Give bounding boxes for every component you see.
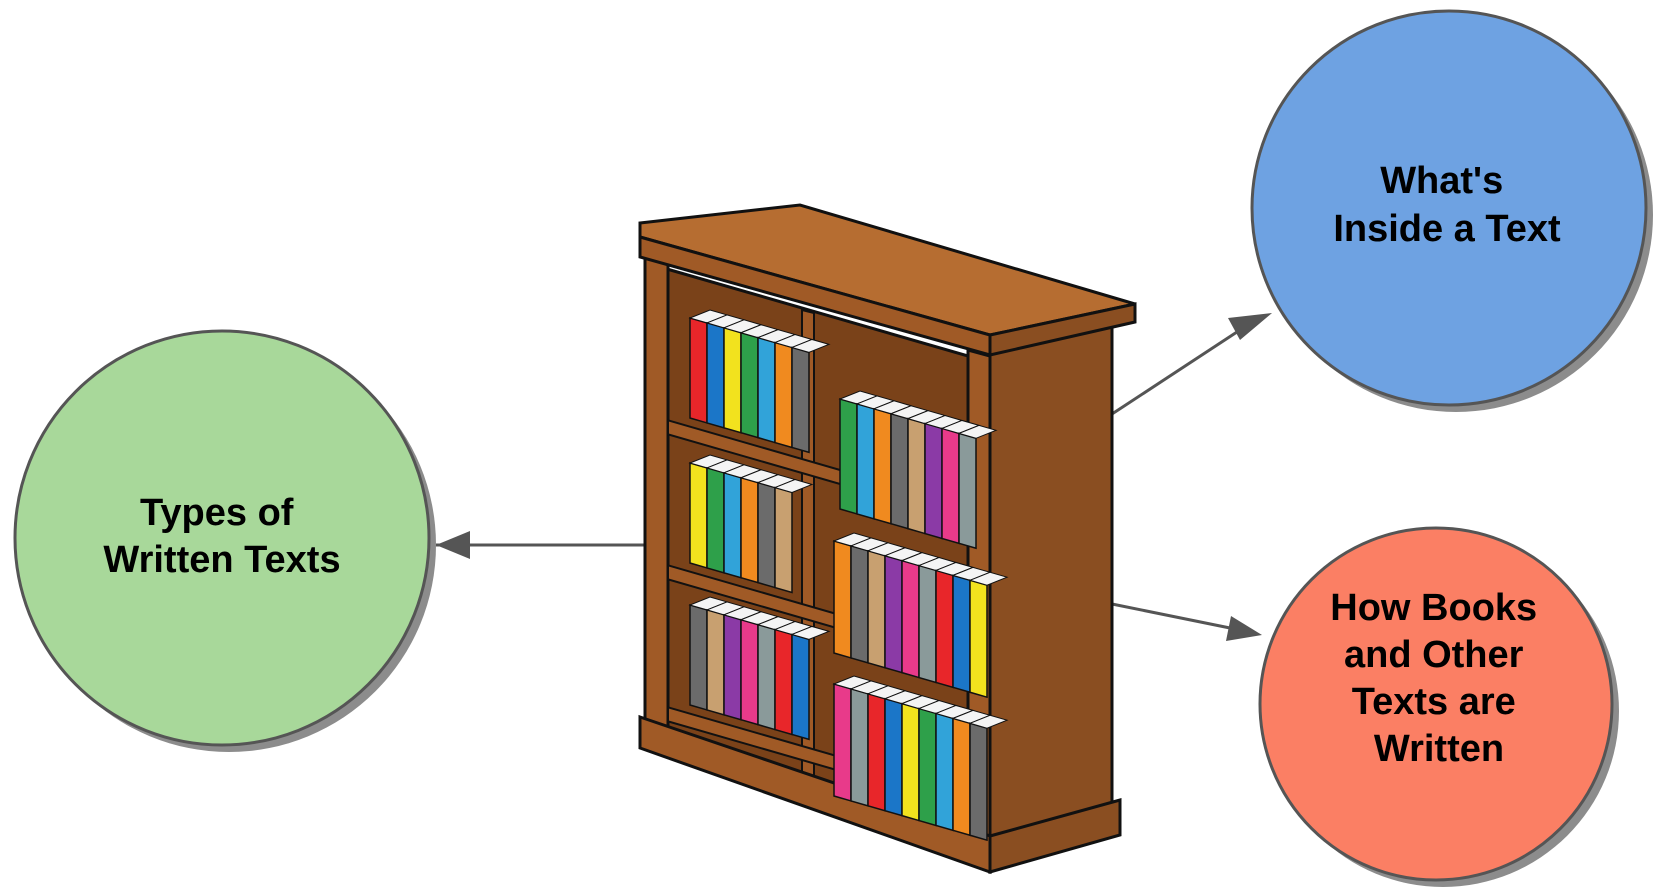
book-spine [775, 343, 792, 448]
book-spine [707, 610, 724, 715]
node-label-line: Texts are [1352, 681, 1516, 723]
book-spine [724, 328, 741, 433]
book-spine [834, 541, 851, 658]
book-spine [885, 556, 902, 673]
node-label-line: and Other [1344, 634, 1524, 676]
bookcase-left-upright [645, 255, 668, 732]
book-spine [936, 570, 953, 687]
book-spine [908, 419, 925, 534]
book-spine [959, 433, 976, 548]
book-spine [891, 414, 908, 529]
book-spine [851, 689, 868, 806]
node-how-books-and-other-texts-are-written[interactable]: How Books and Other Texts are Written [1260, 528, 1619, 887]
book-spine [775, 488, 792, 593]
book-spine [840, 399, 857, 514]
arrowhead-top-right [1228, 313, 1272, 340]
book-spine [707, 468, 724, 573]
book-spine [885, 699, 902, 816]
node-types-of-written-texts[interactable]: Types of Written Texts [15, 331, 436, 752]
node-label-line: Written [1374, 728, 1504, 770]
book-spine [970, 723, 987, 840]
book-spine [902, 704, 919, 821]
book-spine [758, 338, 775, 443]
book-spine [690, 605, 707, 710]
book-spine [868, 694, 885, 811]
book-spine [724, 473, 741, 578]
book-spine [707, 323, 724, 428]
book-spine [851, 546, 868, 663]
book-spine [758, 483, 775, 588]
book-spine [868, 551, 885, 668]
node-label-line: Inside a Text [1333, 208, 1561, 250]
book-spine [690, 318, 707, 423]
book-spine [919, 709, 936, 826]
book-spine [902, 561, 919, 678]
book-spine [741, 333, 758, 438]
node-circle [15, 331, 429, 745]
book-spine [953, 575, 970, 692]
node-whats-inside-a-text[interactable]: What's Inside a Text [1252, 11, 1653, 412]
node-label-line: Written Texts [103, 539, 340, 581]
book-spine [919, 566, 936, 683]
arrowhead-bottom-right [1226, 616, 1262, 641]
book-spine [857, 404, 874, 519]
book-spine [758, 625, 775, 730]
book-spine [741, 620, 758, 725]
book-spine [925, 424, 942, 539]
book-spine [741, 478, 758, 583]
book-spine [942, 428, 959, 543]
book-spine [936, 713, 953, 830]
node-label-line: How Books [1330, 587, 1537, 629]
book-spine [834, 684, 851, 801]
book-spine [953, 718, 970, 835]
node-label-line: Types of [140, 492, 294, 534]
bookcase-illustration [640, 205, 1135, 872]
arrow-to-how-books-are-written [1112, 604, 1230, 628]
arrow-to-whats-inside-a-text [1112, 330, 1240, 414]
bookcase-side-panel [982, 314, 1112, 850]
book-spine [970, 580, 987, 697]
book-spine [690, 463, 707, 568]
book-spine [775, 630, 792, 735]
book-spine [874, 409, 891, 524]
arrowhead-left [436, 531, 470, 559]
book-spine [792, 347, 809, 452]
book-spine [792, 634, 809, 739]
node-label-line: What's [1380, 160, 1503, 202]
book-spine [724, 615, 741, 720]
